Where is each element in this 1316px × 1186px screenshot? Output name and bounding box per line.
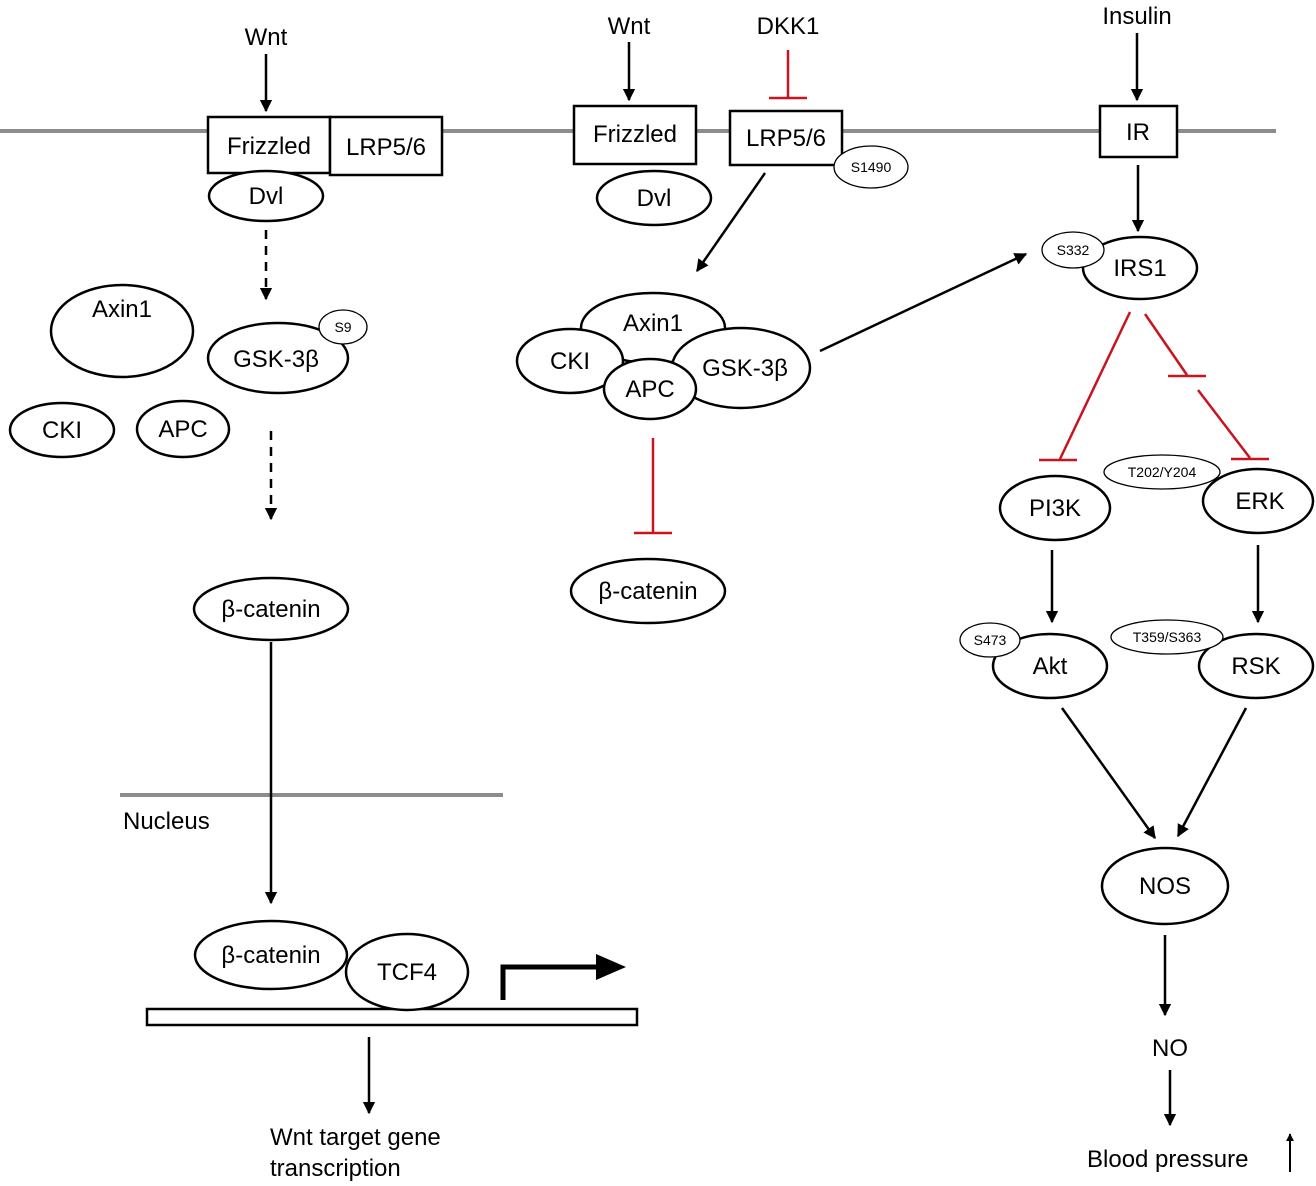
erk-label: ERK bbox=[1235, 488, 1284, 515]
insulin-label: Insulin bbox=[1102, 3, 1171, 30]
left-tcf4-node bbox=[344, 932, 470, 1012]
mid-apc-label: APC bbox=[625, 376, 674, 403]
erk-t202-y204-site bbox=[1103, 454, 1221, 490]
left-cki-label: CKI bbox=[42, 417, 82, 444]
ir-box bbox=[1098, 104, 1179, 159]
left-dvl-node bbox=[207, 169, 325, 223]
gsk-irs1-arrow bbox=[819, 252, 1028, 353]
irs1-node bbox=[1081, 235, 1199, 301]
left-axin1-node bbox=[49, 283, 195, 379]
mid-bcat-label: β-catenin bbox=[598, 578, 697, 605]
akt-s473-label: S473 bbox=[974, 632, 1007, 648]
left-output-line2: transcription bbox=[270, 1155, 401, 1182]
left-frizzled-label: Frizzled bbox=[227, 133, 311, 160]
dkk1-label: DKK1 bbox=[757, 13, 820, 40]
left-axin1-label: Axin1 bbox=[92, 296, 152, 323]
erk-node bbox=[1201, 467, 1315, 535]
left-lrp-label: LRP5/6 bbox=[346, 134, 426, 161]
nucleus-label: Nucleus bbox=[123, 808, 210, 835]
lrp-complex-arrow bbox=[695, 172, 767, 273]
mid-frizzled-box bbox=[572, 104, 698, 166]
akt-label: Akt bbox=[1033, 653, 1068, 680]
left-apc-node bbox=[135, 399, 231, 459]
irs1-erk-inhibition-line2 bbox=[1197, 389, 1251, 459]
no-label: NO bbox=[1152, 1035, 1188, 1062]
irs1-label: IRS1 bbox=[1113, 255, 1166, 282]
rsk-t359-s363-label: T359/S363 bbox=[1133, 629, 1202, 645]
blood-pressure-label: Blood pressure bbox=[1087, 1146, 1248, 1173]
irs1-s332-site bbox=[1041, 231, 1105, 269]
mid-apc-node bbox=[602, 357, 698, 421]
rsk-node bbox=[1197, 632, 1315, 700]
irs1-pi3k-inhibition-line bbox=[1058, 311, 1132, 460]
transcription-start-arrowhead bbox=[596, 954, 626, 980]
left-tcf4-label: TCF4 bbox=[377, 959, 437, 986]
mid-wnt-label: Wnt bbox=[608, 13, 651, 40]
irs1-s332-label: S332 bbox=[1057, 242, 1090, 258]
akt-node bbox=[991, 632, 1109, 700]
left-nuclear-bcat-node bbox=[193, 919, 349, 991]
pi3k-node bbox=[998, 474, 1112, 542]
lrp-s1490-site bbox=[833, 145, 909, 189]
left-apc-label: APC bbox=[158, 416, 207, 443]
mid-frizzled-label: Frizzled bbox=[593, 121, 677, 148]
left-gsk-s9-site bbox=[318, 309, 368, 345]
rsk-t359-s363-site bbox=[1110, 619, 1224, 655]
nos-node bbox=[1100, 846, 1230, 926]
left-gsk3b-label: GSK-3β bbox=[233, 346, 319, 373]
akt-s473-site bbox=[959, 622, 1021, 658]
mid-cki-node bbox=[515, 327, 625, 395]
dna-bar bbox=[145, 1007, 639, 1027]
left-bcat-node bbox=[192, 576, 350, 642]
transcription-start-arrow bbox=[500, 964, 600, 1000]
left-gsk3b-node bbox=[206, 321, 350, 395]
akt-nos-arrow bbox=[1060, 707, 1157, 840]
erk-t202-y204-label: T202/Y204 bbox=[1128, 464, 1197, 480]
nos-label: NOS bbox=[1139, 873, 1191, 900]
left-frizzled-box bbox=[206, 115, 332, 175]
mid-lrp-box bbox=[728, 109, 844, 167]
left-bcat-label: β-catenin bbox=[221, 596, 320, 623]
lrp-s1490-label: S1490 bbox=[851, 159, 892, 175]
mid-gsk3b-label: GSK-3β bbox=[702, 355, 788, 382]
mid-dvl-label: Dvl bbox=[637, 185, 672, 212]
left-dvl-label: Dvl bbox=[249, 183, 284, 210]
mid-lrp-label: LRP5/6 bbox=[746, 125, 826, 152]
mid-bcat-node bbox=[569, 557, 727, 625]
mid-cki-label: CKI bbox=[550, 348, 590, 375]
mid-dvl-node bbox=[595, 169, 713, 227]
left-nuclear-bcat-label: β-catenin bbox=[221, 942, 320, 969]
left-gsk-s9-label: S9 bbox=[334, 319, 351, 335]
rsk-nos-arrow bbox=[1176, 707, 1248, 838]
irs1-erk-inhibition-line1 bbox=[1143, 313, 1189, 376]
left-wnt-label: Wnt bbox=[245, 24, 288, 51]
mid-axin1-label: Axin1 bbox=[623, 310, 683, 337]
left-output-line1: Wnt target gene bbox=[270, 1124, 441, 1151]
left-lrp-box bbox=[328, 115, 444, 177]
left-cki-node bbox=[8, 401, 116, 459]
pi3k-label: PI3K bbox=[1029, 495, 1081, 522]
rsk-label: RSK bbox=[1231, 653, 1280, 680]
ir-label: IR bbox=[1126, 119, 1150, 146]
